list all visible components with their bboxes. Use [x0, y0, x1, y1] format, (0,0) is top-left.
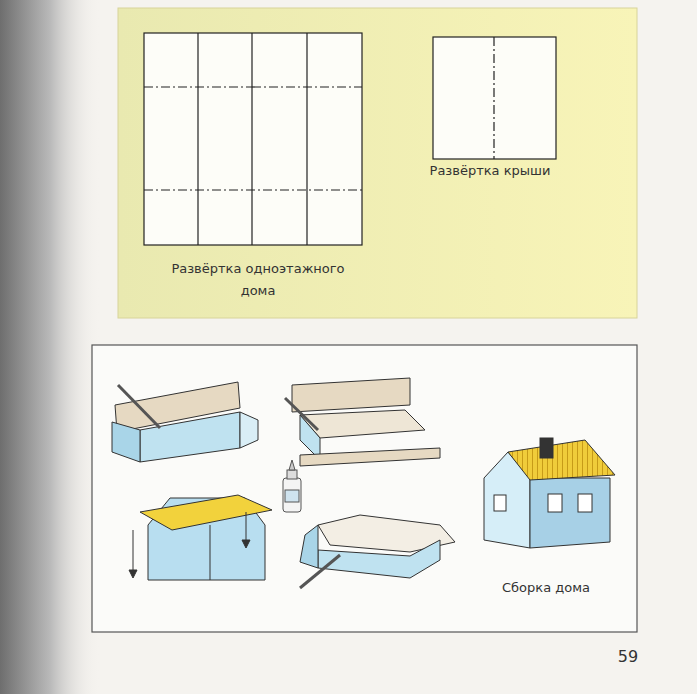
house-net-caption: Развёртка одноэтажного дома: [153, 258, 363, 302]
assembly-caption: Сборка дома: [481, 577, 611, 599]
page-number: 59: [608, 646, 648, 668]
roof-net-caption: Развёртка крыши: [415, 160, 565, 182]
